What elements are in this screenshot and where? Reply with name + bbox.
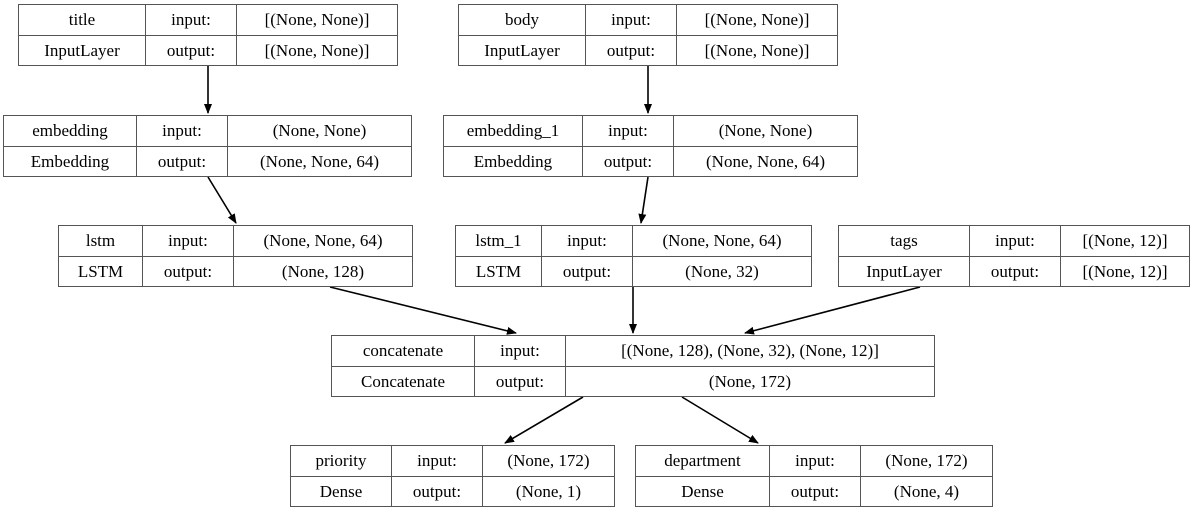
input-label: input: xyxy=(392,446,483,476)
layer-type: InputLayer xyxy=(459,35,586,65)
layer-type: LSTM xyxy=(456,256,542,286)
output-shape: (None, 128) xyxy=(281,261,365,281)
layer-name: department xyxy=(636,446,770,476)
layer-name: tags xyxy=(839,226,970,256)
edge-tags-to-concatenate xyxy=(744,286,921,335)
output-label: output: xyxy=(586,35,677,65)
input-shape: [(None, None)] xyxy=(264,10,370,30)
input-shape: [(None, 128), (None, 32), (None, 12)] xyxy=(621,341,879,361)
layer-type: Concatenate xyxy=(332,366,475,396)
layer-type: InputLayer xyxy=(839,256,970,286)
input-label: input: xyxy=(146,5,237,35)
input-label: input: xyxy=(770,446,861,476)
output-shape: (None, 172) xyxy=(708,371,792,391)
output-shape: (None, None, 64) xyxy=(260,151,379,171)
input-shape: (None, 172) xyxy=(885,451,968,471)
output-label: output: xyxy=(770,476,861,506)
input-label: input: xyxy=(970,226,1061,256)
input-label: input: xyxy=(586,5,677,35)
layer-name: lstm xyxy=(59,226,143,256)
edge-concatenate-to-priority xyxy=(504,396,584,444)
output-label: output: xyxy=(143,256,234,286)
output-shape: [(None, 12)] xyxy=(1082,261,1168,281)
output-label: output: xyxy=(137,146,228,176)
edge-lstm-to-concatenate xyxy=(329,286,517,335)
layer-type: InputLayer xyxy=(19,35,146,65)
output-shape: (None, 4) xyxy=(893,481,960,501)
input-shape: (None, None, 64) xyxy=(263,231,383,251)
input-label: input: xyxy=(475,336,566,366)
input-shape: [(None, None)] xyxy=(704,10,810,30)
layer-name: concatenate xyxy=(332,336,475,366)
output-label: output: xyxy=(146,35,237,65)
edge-embedding-to-lstm xyxy=(207,176,237,224)
layer-name: priority xyxy=(291,446,392,476)
layer-name: title xyxy=(19,5,146,35)
output-label: output: xyxy=(542,256,633,286)
layer-type: Dense xyxy=(291,476,392,506)
layer-type: Embedding xyxy=(4,146,137,176)
output-shape: [(None, None)] xyxy=(264,40,370,60)
input-label: input: xyxy=(542,226,633,256)
output-label: output: xyxy=(970,256,1061,286)
input-label: input: xyxy=(137,116,228,146)
layer-name: embedding xyxy=(4,116,137,146)
input-shape: (None, 172) xyxy=(507,451,590,471)
output-label: output: xyxy=(392,476,483,506)
output-label: output: xyxy=(475,366,566,396)
input-label: input: xyxy=(143,226,234,256)
input-label: input: xyxy=(583,116,674,146)
input-shape: [(None, 12)] xyxy=(1082,231,1168,251)
output-shape: [(None, None)] xyxy=(704,40,810,60)
layer-type: LSTM xyxy=(59,256,143,286)
edge-embedding_1-to-lstm_1 xyxy=(638,176,649,224)
output-label: output: xyxy=(583,146,674,176)
edge-concatenate-to-department xyxy=(681,396,759,444)
input-shape: (None, None, 64) xyxy=(662,231,782,251)
layer-name: lstm_1 xyxy=(456,226,542,256)
layer-name: body xyxy=(459,5,586,35)
output-shape: (None, None, 64) xyxy=(706,151,825,171)
input-shape: (None, None) xyxy=(272,121,367,141)
output-shape: (None, 32) xyxy=(685,261,759,281)
input-shape: (None, None) xyxy=(718,121,813,141)
layer-type: Dense xyxy=(636,476,770,506)
layer-name: embedding_1 xyxy=(444,116,583,146)
layer-type: Embedding xyxy=(444,146,583,176)
output-shape: (None, 1) xyxy=(515,481,582,501)
